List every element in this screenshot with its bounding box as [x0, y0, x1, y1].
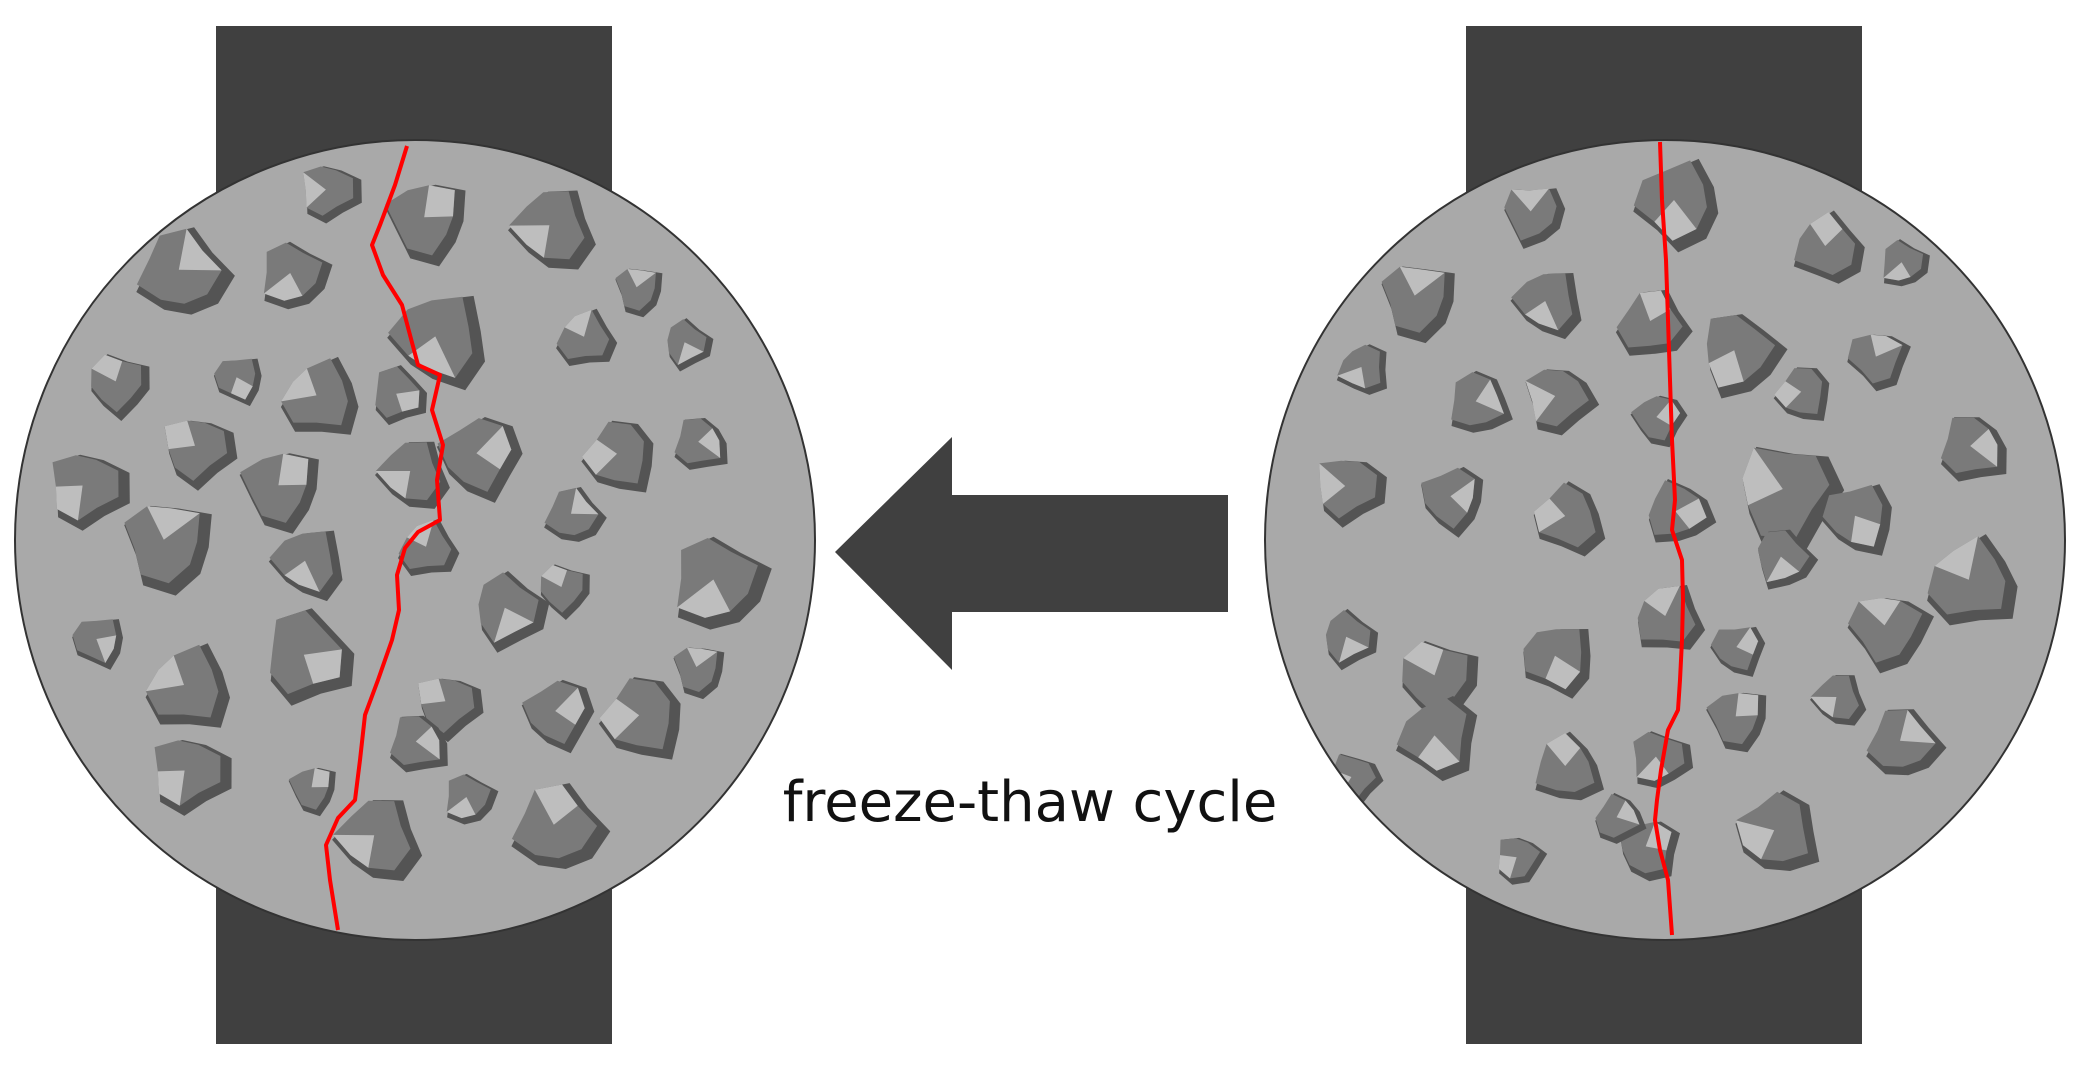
aggregate-facet: [508, 225, 550, 258]
aggregate-face: [1319, 460, 1377, 519]
aggregate-facet: [424, 185, 455, 218]
aggregate-facet: [677, 579, 731, 618]
aggregate-facet: [599, 698, 640, 740]
aggregate-facet: [1675, 498, 1707, 529]
aggregate-facet: [1736, 627, 1759, 655]
aggregate-facet: [1766, 556, 1800, 583]
aggregate-facet: [1883, 262, 1911, 281]
aggregate-facet: [333, 834, 375, 868]
aggregate-facet: [1450, 478, 1475, 513]
aggregate-facet: [263, 273, 303, 301]
aggregate-facet: [582, 439, 617, 475]
aggregate-facet: [1546, 733, 1581, 766]
aggregate-face: [1504, 188, 1557, 241]
aggregate-facet: [677, 342, 704, 365]
aggregate-facet: [1858, 598, 1901, 626]
aggregate-facet: [1970, 429, 1998, 467]
aggregate-facet: [96, 635, 117, 663]
aggregate-facet: [1870, 334, 1903, 357]
aggregate-facet: [1498, 855, 1517, 879]
aggregate-facet: [1708, 350, 1744, 388]
aggregate-facet: [1534, 498, 1566, 533]
aggregate-face: [1940, 417, 1998, 474]
diagram-caption: freeze-thaw cycle: [782, 770, 1278, 835]
aggregate-facet: [1639, 290, 1671, 321]
aggregate-face: [1421, 467, 1475, 529]
aggregate-facet: [1337, 367, 1366, 389]
aggregate-face: [388, 296, 473, 378]
aggregate-facet: [1644, 585, 1680, 616]
aggregate-facet: [1810, 696, 1837, 718]
aggregate-facet: [1511, 188, 1549, 212]
left-crack: [324, 145, 445, 931]
aggregate-facet: [534, 784, 578, 825]
aggregate-face: [1848, 598, 1923, 663]
aggregate-face: [1757, 530, 1810, 583]
aggregate-facet: [55, 485, 83, 521]
aggregate-facet: [494, 607, 534, 643]
aggregate-face: [674, 418, 721, 464]
aggregate-facet: [446, 797, 476, 819]
aggregate-facet: [564, 309, 592, 337]
aggregate-facet: [178, 228, 222, 271]
aggregate-facet: [1735, 693, 1759, 717]
aggregate-facet: [375, 471, 411, 499]
aggregate-facet: [418, 678, 446, 705]
aggregate-facet: [415, 726, 440, 760]
aggregate-facet: [1339, 636, 1369, 663]
aggregate-facet: [396, 390, 420, 412]
aggregate-facet: [571, 487, 599, 515]
aggregate-facet: [1851, 515, 1881, 547]
aggregate-facet: [281, 368, 317, 402]
aggregate-facet: [1934, 536, 1978, 580]
aggregate-facet: [1525, 301, 1559, 331]
aggregate-facet: [311, 768, 330, 788]
aggregate-facet: [1545, 655, 1581, 690]
aggregate-facet: [627, 269, 656, 288]
aggregate-facet: [164, 420, 195, 450]
aggregate-facet: [541, 565, 567, 587]
left-arrow-icon: [835, 437, 1228, 670]
aggregate-facet: [476, 426, 512, 470]
aggregate-face: [136, 228, 222, 304]
aggregate-facet: [1810, 212, 1843, 246]
aggregate-facet: [91, 354, 123, 382]
aggregate-facet: [1735, 820, 1775, 860]
aggregate-facet: [408, 336, 456, 378]
aggregate-facet: [1525, 380, 1556, 422]
aggregate-facet: [1742, 447, 1783, 506]
aggregate-facet: [555, 687, 585, 725]
aggregate-facet: [1900, 710, 1936, 744]
aggregate-facet: [1418, 735, 1460, 771]
right-aggregates: [1319, 158, 2018, 885]
aggregate-facet: [303, 649, 342, 684]
aggregate-face: [390, 716, 440, 765]
aggregate-face: [1511, 273, 1573, 331]
aggregate-facet: [687, 647, 718, 667]
aggregate-facet: [1475, 379, 1504, 414]
aggregate-facet: [278, 453, 309, 486]
aggregate-facet: [157, 770, 185, 806]
aggregate-facet: [145, 655, 184, 692]
right-crack: [1653, 141, 1685, 936]
aggregate-facet: [1399, 266, 1445, 296]
right-specimen-outline: [1264, 139, 2066, 941]
aggregate-facet: [1319, 463, 1346, 504]
aggregate-facet: [1656, 399, 1681, 426]
aggregate-facet: [231, 377, 253, 400]
aggregate-facet: [1774, 381, 1802, 408]
aggregate-facet: [1403, 641, 1444, 676]
aggregate-facet: [1616, 800, 1640, 825]
left-aggregates: [52, 166, 772, 881]
aggregate-facet: [698, 428, 721, 458]
aggregate-face: [522, 680, 585, 744]
left-specimen-outline: [14, 139, 816, 941]
aggregate-facet: [284, 560, 320, 592]
aggregate-face: [303, 166, 354, 216]
aggregate-facet: [303, 172, 326, 208]
aggregate-face: [269, 531, 333, 592]
aggregate-facet: [147, 506, 200, 540]
